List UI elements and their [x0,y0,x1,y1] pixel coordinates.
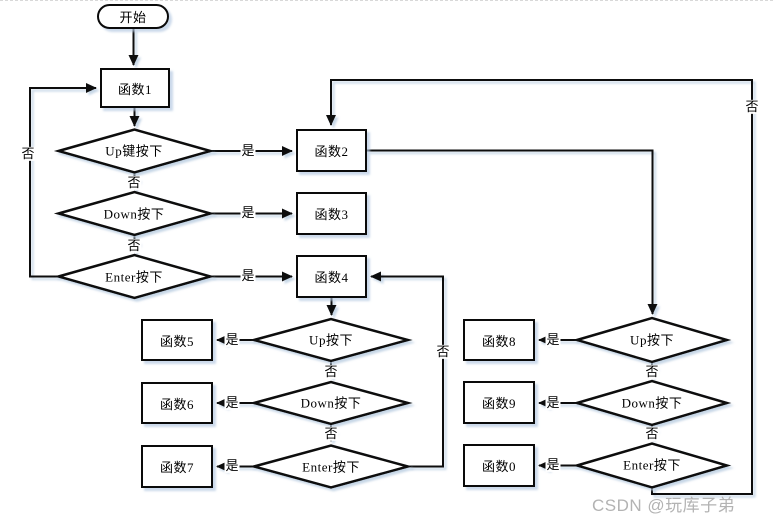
no-label-enter1-loop: 否 [20,145,36,162]
decision-down-pressed-3 [572,379,732,427]
yes-label-enter1-fn4: 是 [240,267,256,284]
edge-enter2-no-to-fn4 [370,271,444,468]
process-fn5: 函数5 [141,319,213,361]
yes-label-enter2-fn7: 是 [224,457,240,474]
start-node: 开始 [97,4,169,29]
no-label-up2: 否 [323,363,339,380]
fn6-label: 函数6 [159,396,194,412]
process-fn6: 函数6 [141,382,213,424]
decision-enter3-label: Enter按下 [623,457,681,473]
decision-up-pressed-3 [572,316,732,364]
decision-enter-pressed-3 [572,442,732,489]
start-label: 开始 [119,10,147,25]
no-label-enter3-loop: 否 [744,98,760,115]
fn5-label: 函数5 [159,333,194,349]
no-label-enter2-loop: 否 [435,343,451,360]
no-label-upkey: 否 [126,174,142,191]
process-fn0: 函数0 [463,444,535,487]
decision-up2-label: Up按下 [309,332,353,348]
fn4-label: 函数4 [314,270,349,285]
process-fn8: 函数8 [463,319,535,361]
no-label-down1: 否 [126,237,142,254]
csdn-watermark: CSDN @玩库子弟 [592,496,736,515]
edge-enter3-no-to-fn2 [326,79,753,495]
no-label-down3: 否 [644,425,660,442]
no-label-up3: 否 [644,363,660,380]
fn1-label: 函数1 [117,81,152,97]
process-fn3: 函数3 [296,192,367,235]
decision-enter-pressed-1 [53,253,216,300]
yes-label-down2-fn6: 是 [224,394,240,411]
page-boundary [0,0,773,1]
process-fn4: 函数4 [296,255,367,298]
no-label-down2: 否 [323,425,339,442]
fn0-label: 函数0 [481,459,516,474]
yes-label-up3-fn8: 是 [545,331,561,348]
process-fn1: 函数1 [100,68,170,108]
decision-down1-label: Down按下 [103,206,165,222]
yes-label-upkey-fn2: 是 [240,142,256,159]
decision-enter2-label: Enter按下 [302,459,360,475]
fn3-label: 函数3 [314,207,349,222]
decision-up3-label: Up按下 [630,332,674,348]
yes-label-up2-fn5: 是 [224,331,240,348]
yes-label-enter3-fn0: 是 [545,456,561,473]
decision-down2-label: Down按下 [300,395,362,411]
decision-up-key-pressed [53,128,216,174]
decision-down-pressed-1 [53,190,216,237]
process-fn7: 函数7 [141,445,213,488]
process-fn2: 函数2 [296,129,367,172]
yes-label-down3-fn9: 是 [545,394,561,411]
decision-down-pressed-2 [249,380,413,426]
fn7-label: 函数7 [159,460,194,475]
edge-fn2-to-up3 [367,149,658,315]
process-fn9: 函数9 [463,381,535,424]
decision-enter-pressed-2 [249,444,413,489]
edge-enter1-no-to-fn1 [29,83,97,278]
yes-label-down1-fn3: 是 [240,204,256,221]
decision-up-key-label: Up键按下 [105,143,163,159]
decision-up-pressed-2 [249,317,413,363]
decision-enter1-label: Enter按下 [105,269,163,285]
fn2-label: 函数2 [314,144,349,159]
decision-down3-label: Down按下 [621,395,683,411]
fn9-label: 函数9 [481,396,516,411]
fn8-label: 函数8 [481,333,516,349]
